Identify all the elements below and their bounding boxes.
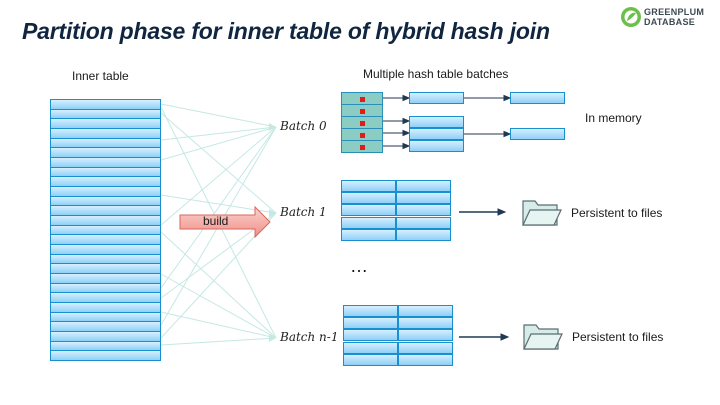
batch-table-cell [341, 216, 396, 229]
hash-entry [409, 92, 464, 104]
chain-arrows [362, 94, 512, 341]
pointer-dot [360, 97, 365, 102]
batch-0-bucket-array [341, 92, 383, 155]
batch-table-cell [343, 317, 398, 330]
greenplum-logo: GREENPLUM DATABASE [619, 4, 715, 30]
batch-1-storage-label: Persistent to files [571, 206, 663, 220]
batch-table-cell [343, 353, 398, 366]
pointer-dot [360, 133, 365, 138]
batch-table-cell [398, 305, 453, 317]
batch-table-cell [398, 341, 453, 354]
batch-1-table [341, 180, 451, 241]
folder-icon [522, 200, 562, 226]
fan-arrowheads [269, 123, 276, 342]
batch-table-cell [396, 192, 451, 205]
logo-line1: GREENPLUM [644, 7, 705, 17]
hash-entry [510, 92, 565, 104]
batch-table-cell [396, 228, 451, 241]
bucket [341, 140, 383, 153]
batch-0-storage-label: In memory [585, 111, 642, 125]
inner-table-label: Inner table [72, 69, 129, 83]
table-row [50, 350, 161, 361]
batch-table-cell [396, 204, 451, 217]
hash-entry [510, 128, 565, 140]
batch-table-cell [398, 317, 453, 330]
batch-table-cell [343, 329, 398, 342]
ellipsis: … [350, 256, 370, 276]
batch-table-cell [341, 192, 396, 205]
batch-table-cell [396, 180, 451, 192]
hash-entry [409, 116, 464, 128]
batch-table-cell [341, 204, 396, 217]
logo-line2: DATABASE [644, 17, 696, 27]
folder-icon [523, 324, 563, 350]
batch-table-cell [398, 353, 453, 366]
hash-batches-label: Multiple hash table batches [363, 67, 509, 81]
batch-table-cell [396, 216, 451, 229]
batch-table-cell [343, 305, 398, 317]
batch-n-1-storage-label: Persistent to files [572, 330, 664, 344]
batch-n-1-label: Batch n-1 [280, 330, 339, 344]
pointer-dot [360, 109, 365, 114]
slide-title: Partition phase for inner table of hybri… [22, 18, 550, 44]
batch-0-label: Batch 0 [280, 119, 327, 133]
batch-table-cell [341, 180, 396, 192]
greenplum-logo-icon [621, 7, 641, 27]
pointer-dot [360, 145, 365, 150]
batch-table-cell [341, 228, 396, 241]
batch-n-1-table [343, 305, 453, 366]
inner-table [50, 99, 161, 361]
hash-entry [409, 140, 464, 152]
batch-table-cell [343, 341, 398, 354]
pointer-dot [360, 121, 365, 126]
hash-entry [409, 128, 464, 140]
batch-table-cell [398, 329, 453, 342]
batch-1-label: Batch 1 [280, 205, 327, 219]
build-label: build [203, 214, 229, 228]
